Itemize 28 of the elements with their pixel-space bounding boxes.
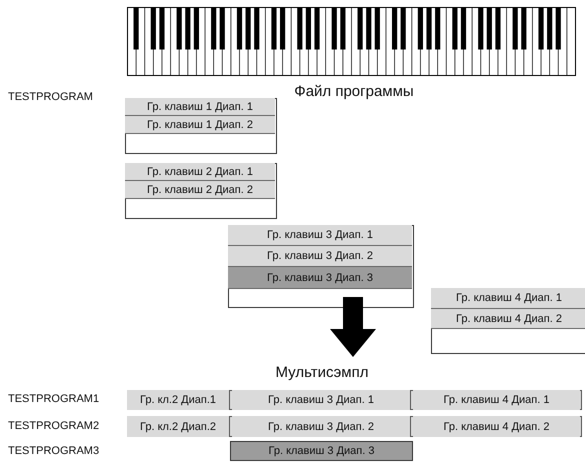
program-name: TESTPROGRAM3 (8, 445, 100, 457)
zone-group-box (125, 98, 277, 154)
key-range-cell: Гр. клавиш 4 Диап. 2 (413, 416, 580, 437)
program-name: TESTPROGRAM (8, 91, 93, 103)
zone-group-box (431, 288, 585, 354)
key-range-cell: Гр. клавиш 4 Диап. 1 (431, 288, 585, 309)
key-range-cell: Гр. клавиш 4 Диап. 1 (413, 390, 580, 410)
key-range-cell: Гр. клавиш 3 Диап. 3 (230, 441, 413, 461)
key-range-cell: Гр. клавиш 3 Диап. 2 (232, 416, 411, 437)
key-range-cell: Гр. кл.2 Диап.1 (127, 390, 230, 410)
key-range-cell: Гр. клавиш 1 Диап. 2 (125, 116, 275, 134)
program-name: TESTPROGRAM1 (8, 393, 100, 405)
zone-group-box (228, 225, 414, 308)
key-range-cell: Гр. клавиш 2 Диап. 2 (125, 181, 275, 199)
key-range-cell: Гр. клавиш 3 Диап. 2 (228, 246, 412, 267)
multisample-row-bar (127, 390, 582, 410)
section-heading: Файл программы (294, 83, 414, 100)
multisample-row-bar (127, 416, 582, 437)
section-heading: Мультисэмпл (276, 364, 368, 381)
key-range-cell: Гр. клавиш 3 Диап. 1 (232, 390, 411, 410)
program-name: TESTPROGRAM2 (8, 420, 100, 432)
key-range-cell: Гр. клавиш 3 Диап. 3 (228, 267, 412, 289)
key-range-cell: Гр. клавиш 4 Диап. 2 (431, 309, 585, 329)
key-range-cell: Гр. клавиш 1 Диап. 1 (125, 98, 275, 116)
key-range-cell: Гр. клавиш 3 Диап. 1 (228, 225, 412, 246)
key-range-cell: Гр. клавиш 2 Диап. 1 (125, 163, 275, 181)
key-range-cell: Гр. кл.2 Диап.2 (127, 416, 230, 437)
zone-group-box (125, 163, 277, 219)
